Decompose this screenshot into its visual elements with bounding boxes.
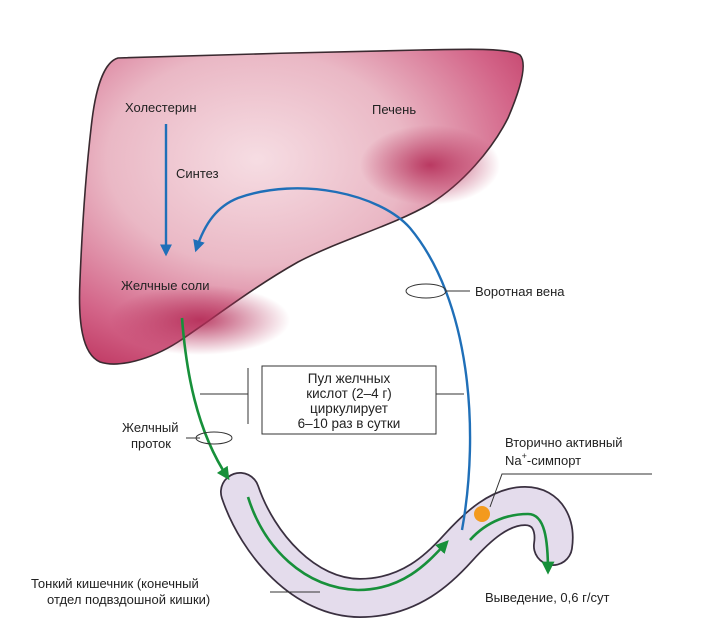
bile-duct-callout <box>186 431 233 445</box>
intestinal-flow-arrow <box>246 496 449 592</box>
liver-label: Печень <box>372 102 416 117</box>
bile-acid-pool-callout: Пул желчных кислот (2–4 г) циркулирует 6… <box>200 365 464 435</box>
bile-duct-loop <box>195 431 233 445</box>
pool-text-3: циркулирует <box>310 401 388 416</box>
portal-vein-label: Воротная вена <box>475 284 565 299</box>
liver-shading-bottom <box>110 285 290 355</box>
synthesis-label: Синтез <box>176 166 219 181</box>
liver-shading-right <box>360 125 500 205</box>
symporter-na: Na <box>505 453 522 468</box>
symporter-label-2: Na+-симпорт <box>505 451 581 468</box>
cholesterol-label: Холестерин <box>125 100 197 115</box>
symporter-rest: -симпорт <box>527 453 581 468</box>
portal-vein-arrow <box>193 187 472 531</box>
pool-box <box>261 365 437 435</box>
intestine-label-2: отдел подвздошной кишки) <box>47 592 210 607</box>
excretion-label: Выведение, 0,6 г/сут <box>485 590 609 605</box>
portal-vein-loop <box>405 283 447 299</box>
bile-duct-label-1: Желчный <box>122 420 179 435</box>
pool-text-4: 6–10 раз в сутки <box>298 416 401 431</box>
liver <box>78 48 524 365</box>
pool-text-2: кислот (2–4 г) <box>306 386 392 401</box>
intestine-label-1: Тонкий кишечник (конечный <box>31 576 199 591</box>
pool-text-1: Пул желчных <box>308 371 391 386</box>
small-intestine <box>220 472 574 618</box>
symporter-plus: + <box>522 451 527 461</box>
excretion-arrow <box>469 512 555 575</box>
intestine-lumen <box>221 473 572 617</box>
symporter-label-1: Вторично активный <box>505 435 623 450</box>
bile-duct-arrow <box>180 317 230 481</box>
symporter-leader <box>489 473 652 508</box>
bile-duct-label-2: проток <box>131 436 171 451</box>
bile-salts-label: Желчные соли <box>121 278 210 293</box>
na-symporter-dot <box>474 506 490 522</box>
portal-vein-callout <box>405 283 470 299</box>
